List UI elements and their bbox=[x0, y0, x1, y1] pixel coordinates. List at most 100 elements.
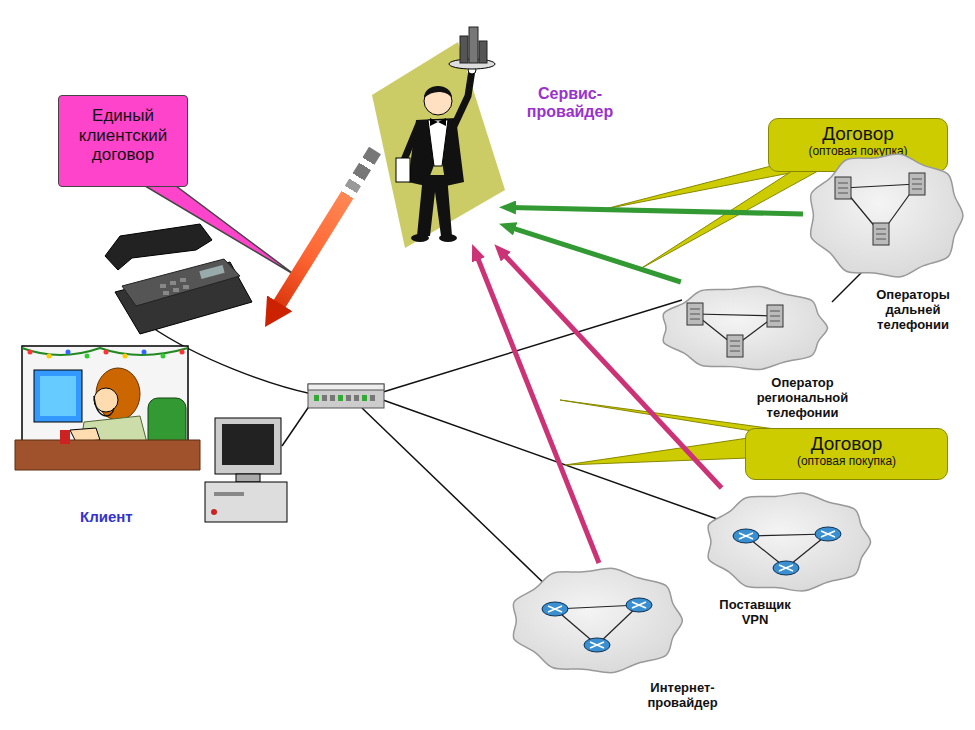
server-slot bbox=[690, 309, 700, 310]
garland-bulb bbox=[161, 354, 166, 359]
waiter-figure-part bbox=[396, 158, 410, 182]
server-slot bbox=[838, 188, 848, 189]
router-body bbox=[584, 638, 610, 652]
network-cloud: Операторы дальней телефонии bbox=[803, 148, 970, 348]
telephone-part bbox=[122, 259, 240, 306]
router-arrows bbox=[590, 642, 604, 648]
server-icon bbox=[727, 335, 743, 357]
network-wires bbox=[150, 262, 872, 592]
router-body bbox=[815, 527, 841, 541]
provider-arrow bbox=[276, 151, 375, 311]
hub-port bbox=[314, 395, 319, 401]
server-slot bbox=[876, 239, 886, 240]
computer-part bbox=[211, 509, 217, 515]
node-label: Поставщик VPN bbox=[705, 598, 805, 628]
client-figure-part bbox=[94, 396, 114, 416]
computer-part bbox=[215, 418, 281, 474]
garland-bulb bbox=[180, 350, 185, 355]
network-cloud: Оператор региональной телефонии bbox=[655, 282, 870, 422]
node-label: Операторы дальней телефонии bbox=[858, 288, 968, 333]
garland-bulb bbox=[66, 350, 71, 355]
node-label: Сервис- провайдер bbox=[515, 85, 625, 122]
waiter-figure-part bbox=[430, 118, 446, 126]
server-body bbox=[727, 335, 743, 357]
server-slot bbox=[876, 229, 886, 230]
router-arrows bbox=[779, 565, 793, 571]
cloud-outline bbox=[700, 488, 878, 596]
server-slot bbox=[730, 341, 740, 342]
server-slot bbox=[690, 314, 700, 315]
server-slot bbox=[912, 189, 922, 190]
computer-part bbox=[236, 474, 260, 482]
cloud-outline bbox=[505, 563, 690, 678]
router-icon bbox=[815, 527, 841, 541]
telephone-part-part bbox=[170, 281, 176, 285]
server-slot bbox=[838, 183, 848, 184]
waiter-figure-part bbox=[372, 42, 505, 248]
hub-port bbox=[322, 395, 327, 401]
server-icon bbox=[835, 177, 851, 199]
waiter-figure-part bbox=[428, 120, 448, 166]
computer-part bbox=[214, 492, 244, 496]
contract-callout: Договор(оптовая покупка) bbox=[745, 428, 948, 480]
telephone-part-part bbox=[180, 278, 186, 282]
telephone-part-part bbox=[163, 291, 169, 295]
node-label: Договор bbox=[752, 433, 941, 455]
router-icon bbox=[584, 638, 610, 652]
leader-wedge bbox=[565, 438, 748, 465]
pc-wire bbox=[282, 402, 312, 446]
router-icon bbox=[733, 529, 759, 543]
hub-port bbox=[330, 395, 335, 401]
contract-callout: Единый клиентский договор bbox=[58, 95, 188, 187]
node-label: Единый клиентский договор bbox=[65, 106, 181, 165]
client-figure-part bbox=[60, 430, 70, 444]
hub-port bbox=[346, 395, 351, 401]
cloud-link bbox=[695, 314, 775, 316]
node-sublabel: (оптовая покупка) bbox=[752, 455, 941, 469]
router-body bbox=[733, 529, 759, 543]
network-cloud: Интернет- провайдер bbox=[505, 563, 740, 723]
leader-wedge bbox=[640, 171, 818, 269]
service-provider: Сервис- провайдер bbox=[375, 35, 500, 245]
cloud-shape bbox=[513, 568, 682, 672]
computer-part bbox=[222, 424, 274, 465]
router-icon bbox=[626, 598, 652, 612]
waiter-figure bbox=[372, 27, 505, 248]
router-arrows bbox=[739, 533, 753, 539]
cloud-shape bbox=[708, 493, 871, 591]
node-label: Договор bbox=[775, 123, 941, 145]
waiter-figure-part bbox=[411, 234, 429, 242]
hub-port bbox=[362, 395, 367, 401]
provider-arrow bbox=[502, 252, 722, 488]
hub-port bbox=[370, 395, 375, 401]
waiter-figure-part bbox=[469, 27, 478, 63]
client-figure-part bbox=[28, 350, 185, 359]
client-figure bbox=[15, 346, 200, 470]
network-hub bbox=[308, 384, 384, 408]
client: Клиент bbox=[15, 225, 265, 525]
network-cloud: Поставщик VPN bbox=[700, 488, 880, 638]
telephone-part bbox=[105, 224, 212, 270]
router-arrows bbox=[632, 602, 646, 608]
cloud-outline bbox=[803, 148, 970, 283]
computer bbox=[205, 418, 287, 522]
waiter-figure-part bbox=[479, 41, 487, 63]
waiter-figure-part bbox=[404, 126, 418, 160]
client-figure-part bbox=[40, 376, 76, 416]
server-body bbox=[873, 223, 889, 245]
garland-bulb bbox=[47, 354, 52, 359]
router-body bbox=[542, 602, 568, 616]
hub-port bbox=[338, 395, 343, 401]
cloud-shape bbox=[811, 154, 963, 277]
garland-bulb bbox=[123, 354, 128, 359]
telephone-part-part bbox=[173, 288, 179, 292]
regional-wire bbox=[383, 300, 682, 392]
cloud-shape bbox=[663, 286, 827, 369]
telephone-part-part bbox=[183, 285, 189, 289]
server-icon bbox=[909, 173, 925, 195]
server-slot bbox=[730, 351, 740, 352]
node-label: Оператор региональной телефонии bbox=[735, 376, 870, 421]
server-slot bbox=[770, 311, 780, 312]
hub-port bbox=[354, 395, 359, 401]
